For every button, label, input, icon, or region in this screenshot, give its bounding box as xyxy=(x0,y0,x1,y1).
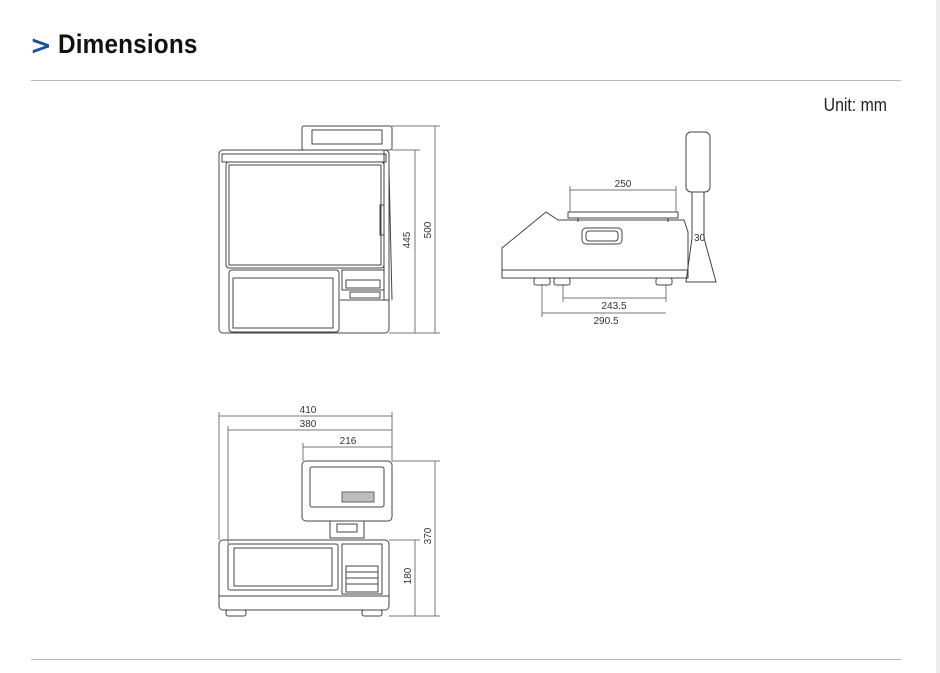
section-header: > Dimensions xyxy=(30,26,213,62)
side-view-drawing xyxy=(501,131,717,286)
dim-label-250: 250 xyxy=(615,179,632,190)
dim-label-445: 445 xyxy=(402,231,413,248)
top-divider xyxy=(31,80,901,81)
front-view-drawing xyxy=(218,125,393,334)
dim-label-30: 30 xyxy=(694,233,706,244)
dim-label-370: 370 xyxy=(423,527,434,544)
dim-label-500: 500 xyxy=(423,221,434,238)
section-title: Dimensions xyxy=(57,28,198,59)
rear-view-dimension-lines xyxy=(218,412,440,617)
dim-label-410: 410 xyxy=(300,405,317,416)
dim-label-380: 380 xyxy=(300,419,317,430)
rear-view-drawing xyxy=(218,460,393,617)
side-view-dimension-lines xyxy=(541,186,677,317)
unit-label: Unit: mm xyxy=(823,95,887,115)
dim-label-290-5: 290.5 xyxy=(593,316,618,327)
dim-label-243-5: 243.5 xyxy=(601,301,626,312)
dim-label-180: 180 xyxy=(403,567,414,584)
dim-label-216: 216 xyxy=(340,436,357,447)
front-view-dimension-lines xyxy=(389,125,440,334)
bottom-divider xyxy=(31,659,901,660)
scrollbar-track xyxy=(936,0,940,673)
chevron-icon: > xyxy=(30,31,52,61)
